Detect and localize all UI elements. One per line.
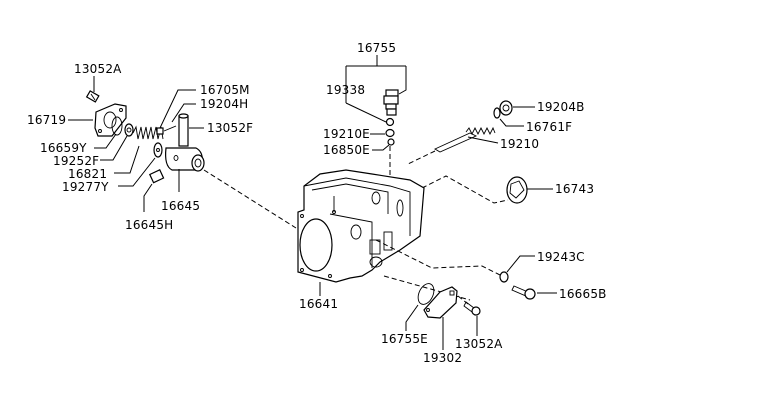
throttle-body-16641 <box>297 169 425 296</box>
oring-19210E <box>370 128 395 138</box>
label-13052A-bottom: 13052A <box>455 337 503 351</box>
part-16743 <box>506 176 553 204</box>
leader-dashed-needle <box>407 150 436 165</box>
label-16659Y: 16659Y <box>40 141 87 155</box>
label-16645: 16645 <box>161 199 201 213</box>
label-16755E: 16755E <box>381 332 428 346</box>
label-16645H: 16645H <box>125 218 174 232</box>
bracket-16755 <box>345 55 407 123</box>
label-19302: 19302 <box>423 351 463 365</box>
label-16821: 16821 <box>68 167 108 181</box>
oring-16761F <box>493 107 524 127</box>
flange-16719 <box>68 103 127 137</box>
label-13052F: 13052F <box>207 121 254 135</box>
spring-16821 <box>114 125 164 174</box>
label-13052A-top: 13052A <box>74 62 122 76</box>
screw-13052A-top <box>85 76 100 103</box>
label-16743: 16743 <box>555 182 595 196</box>
label-16719: 16719 <box>27 113 67 127</box>
oring-16850E <box>372 138 395 151</box>
screw-13052A-bottom <box>457 295 481 336</box>
nut-19204B <box>499 100 535 116</box>
pin-13052F <box>178 113 204 147</box>
body-16645 <box>165 147 205 192</box>
leader-dashed-16743 <box>421 175 509 204</box>
part-16645H <box>143 169 165 212</box>
label-16665B: 16665B <box>559 287 607 301</box>
oring-16659Y <box>94 116 123 149</box>
part-16705M <box>156 89 196 135</box>
label-19252F: 19252F <box>53 154 100 168</box>
label-19338: 19338 <box>326 83 366 97</box>
label-19204B: 19204B <box>537 100 585 114</box>
needle-19210 <box>434 126 499 153</box>
cover-19302 <box>423 286 458 350</box>
part-19252F <box>100 123 134 161</box>
label-19210: 19210 <box>500 137 540 151</box>
leader-dashed-19243C <box>375 239 501 276</box>
gasket-16755E <box>405 283 435 331</box>
label-16755: 16755 <box>357 41 397 55</box>
label-19210E: 19210E <box>323 127 370 141</box>
label-16850E: 16850E <box>323 143 370 157</box>
bolt-16665B <box>511 285 557 300</box>
label-16705M: 16705M <box>200 83 250 97</box>
part-19204H <box>163 103 196 132</box>
label-16641: 16641 <box>299 297 339 311</box>
washer-19277Y <box>118 142 163 187</box>
label-19204H: 19204H <box>200 97 249 111</box>
leader-dashed-left <box>203 169 297 229</box>
washer-19243C <box>499 255 535 283</box>
label-19277Y: 19277Y <box>62 180 109 194</box>
label-19243C: 19243C <box>537 250 585 264</box>
part-19338 <box>383 89 399 127</box>
label-16761F: 16761F <box>526 120 573 134</box>
